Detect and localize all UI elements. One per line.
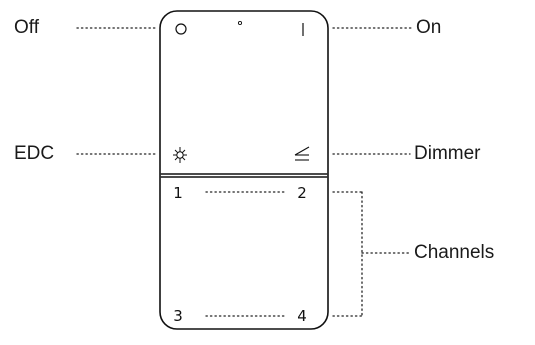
channels-bracket bbox=[332, 191, 411, 317]
channel-3-label[interactable]: 3 bbox=[173, 307, 183, 325]
dimmer-ramp-icon[interactable] bbox=[294, 146, 310, 161]
remote-body bbox=[159, 10, 329, 330]
on-label: On bbox=[416, 17, 442, 38]
off-label: Off bbox=[14, 17, 39, 38]
led-dot-icon bbox=[237, 20, 243, 26]
edc-label: EDC bbox=[14, 143, 55, 164]
channel-1-label[interactable]: 1 bbox=[173, 184, 183, 202]
panel-divider bbox=[160, 173, 328, 178]
channels-label: Channels bbox=[414, 242, 495, 263]
channel-4-label[interactable]: 4 bbox=[297, 307, 307, 325]
snowflake-sun-icon[interactable] bbox=[173, 147, 187, 163]
dimmer-label: Dimmer bbox=[414, 143, 481, 164]
circle-icon[interactable] bbox=[175, 23, 187, 35]
channel-2-label[interactable]: 2 bbox=[297, 184, 307, 202]
